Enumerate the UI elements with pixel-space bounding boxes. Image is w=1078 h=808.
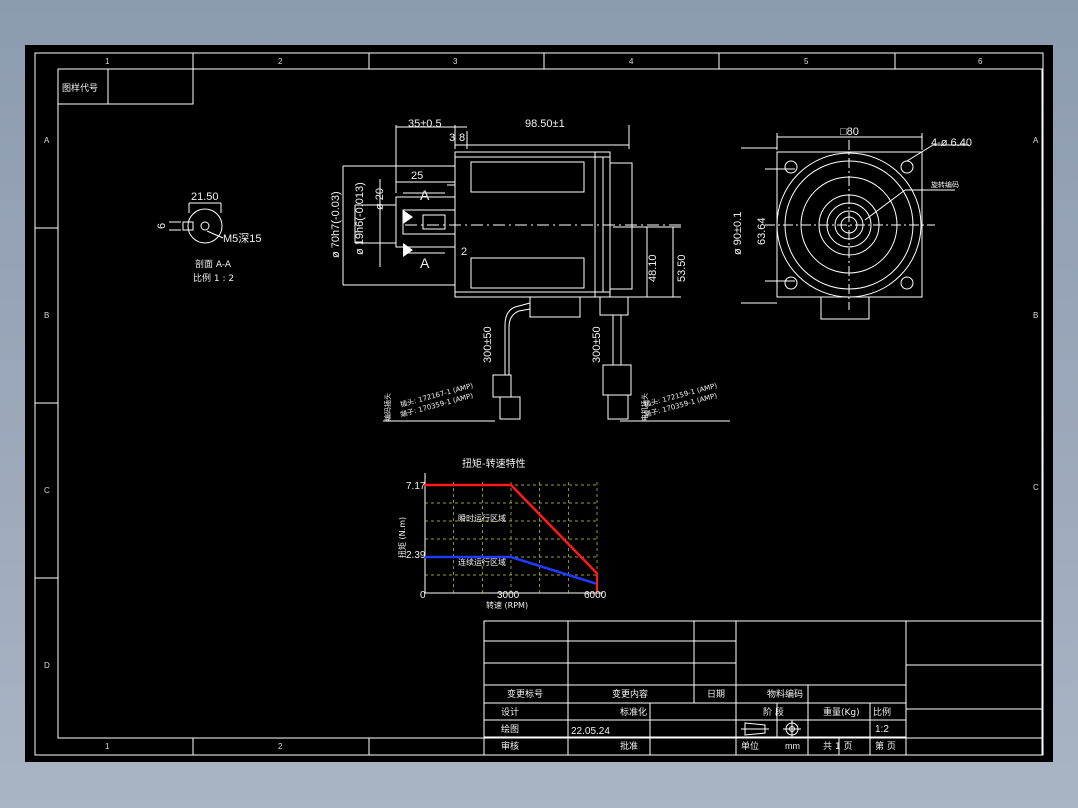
cad-viewport[interactable]: 1 2 3 4 5 6 1 2 A B C D A B C 图样代号 21.50… — [25, 45, 1053, 762]
zone-row-d: D — [44, 661, 50, 670]
outer-frame — [34, 52, 1044, 756]
section-scale: 比例 1 : 2 — [193, 272, 234, 284]
section-arrow-bottom — [403, 243, 413, 257]
series-point — [423, 555, 427, 559]
zone-col-1: 1 — [105, 57, 110, 66]
dim-2: 2 — [461, 246, 467, 258]
dim-8: 8 — [459, 132, 465, 144]
dim-3: 3 — [449, 132, 455, 144]
cable1-length: 300±50 — [482, 326, 494, 363]
cable2-length: 300±50 — [591, 326, 603, 363]
section-caption: 剖面 A-A — [195, 258, 232, 270]
tb-date-value: 22.05.24 — [571, 726, 610, 737]
dim-20: ø 20 — [374, 188, 386, 210]
tb-sheet: 第 页 — [875, 740, 896, 752]
torque-speed-chart: 扭矩-转速特性 转速 (RPM) 扭矩 (N.m) 瞬时运行区域 连续运行区域 … — [397, 457, 607, 610]
projection-symbol-icon — [741, 720, 801, 738]
drawing-canvas: 1 2 3 4 5 6 1 2 A B C D A B C 图样代号 21.50… — [34, 52, 1044, 756]
chart-annotation-peak: 瞬时运行区域 — [458, 513, 506, 523]
tb-design: 设计 — [501, 706, 519, 718]
tb-std: 标准化 — [620, 706, 647, 718]
dim-6364: 63.64 — [756, 217, 768, 245]
zone-col-4: 4 — [629, 57, 634, 66]
motor-front-view — [741, 133, 969, 320]
zone-row-b-right: B — [1033, 311, 1038, 320]
chart-ytick-239: 2.39 — [406, 550, 426, 561]
dim-25: 25 — [411, 170, 423, 182]
section-mark-a-bottom: A — [420, 255, 430, 271]
cable2-note-1: 电机插头 — [640, 393, 649, 421]
zone-col-6: 6 — [978, 57, 983, 66]
series-point — [509, 483, 513, 487]
tb-unit-label: 单位 — [741, 740, 759, 752]
zone-row-c-right: C — [1033, 483, 1039, 492]
zone-row-c: C — [44, 486, 50, 495]
dim-section-thread: M5深15 — [223, 232, 262, 245]
chart-annotation-cont: 连续运行区域 — [458, 557, 506, 567]
tb-date: 日期 — [707, 689, 725, 700]
chart-series — [423, 483, 599, 593]
zone-ticks — [35, 53, 1043, 755]
zone-row-a: A — [44, 136, 50, 145]
tb-change-content: 变更内容 — [612, 688, 648, 700]
dim-length: 98.50±1 — [525, 118, 565, 130]
tb-check: 审核 — [501, 740, 519, 752]
section-arrow-top — [403, 210, 413, 224]
tb-scale-value: 1:2 — [875, 724, 889, 735]
zone-col-2-bottom: 2 — [278, 742, 283, 751]
tb-stage: 阶 段 — [763, 706, 784, 718]
drawing-code-label: 图样代号 — [62, 82, 98, 94]
chart-xtick-0: 0 — [420, 590, 426, 601]
chart-title: 扭矩-转速特性 — [462, 457, 526, 470]
dim-section-key: 6 — [156, 223, 168, 229]
section-aa-view — [169, 202, 224, 244]
zone-col-5: 5 — [804, 57, 809, 66]
drawing-code-box: 图样代号 — [57, 68, 194, 105]
tb-material-name: 物料编码 — [767, 688, 803, 700]
tb-approve: 批准 — [620, 740, 638, 752]
chart-ytick-717: 7.17 — [406, 481, 426, 492]
tb-drawing: 绘图 — [501, 723, 519, 735]
dim-90: ø 90±0.1 — [732, 212, 744, 255]
dim-19: ø 19h6(-0.013) — [354, 182, 366, 255]
motor-side-view — [342, 125, 681, 420]
title-block — [483, 620, 1043, 756]
tb-change-mark: 变更标号 — [507, 688, 543, 700]
label-rotation: 旋转编码 — [931, 180, 959, 189]
dim-holes: 4-ø 6.40 — [931, 137, 972, 149]
chart-grid — [424, 473, 603, 594]
tb-weight: 重量(Kg) — [823, 706, 860, 718]
cable1-note-1: 编码插头 — [383, 393, 392, 421]
dim-section-width: 21.50 — [191, 191, 219, 203]
zone-col-3: 3 — [453, 57, 458, 66]
tb-sheets: 共 1 页 — [823, 741, 852, 752]
chart-xlabel: 转速 (RPM) — [486, 600, 528, 610]
zone-row-a-right: A — [1033, 136, 1039, 145]
chart-ylabel: 扭矩 (N.m) — [397, 517, 407, 558]
chart-xtick-6000: 6000 — [584, 590, 607, 601]
dim-flange: 35±0.5 — [408, 118, 442, 130]
dim-70: ø 70h7(-0.03) — [330, 191, 342, 258]
series-point — [423, 483, 427, 487]
dim-4810: 48.10 — [647, 254, 659, 282]
dim-square: □80 — [840, 126, 859, 138]
series-point — [509, 555, 513, 559]
chart-xtick-3000: 3000 — [497, 590, 520, 601]
section-mark-a-top: A — [420, 187, 430, 203]
zone-col-1-bottom: 1 — [105, 742, 110, 751]
zone-col-2: 2 — [278, 57, 283, 66]
tb-unit: mm — [785, 741, 800, 751]
zone-row-b: B — [44, 311, 49, 320]
tb-scale: 比例 — [873, 706, 891, 718]
dim-5350: 53.50 — [676, 254, 688, 282]
